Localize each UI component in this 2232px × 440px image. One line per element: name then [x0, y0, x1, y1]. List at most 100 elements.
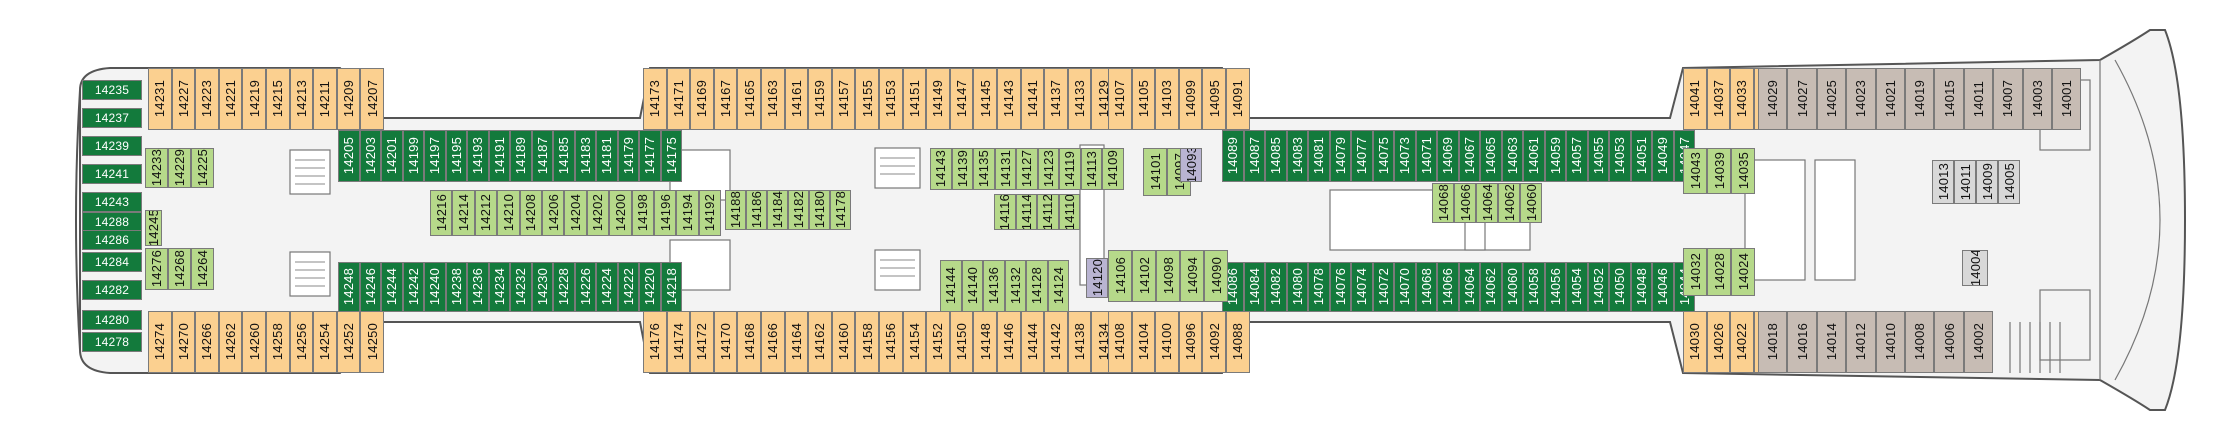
cabin-14254[interactable]: 14254 [313, 311, 337, 373]
cabin-14216[interactable]: 14216 [430, 190, 453, 236]
cabin-14214[interactable]: 14214 [452, 190, 475, 236]
cabin-14025[interactable]: 14025 [1816, 68, 1847, 130]
cabin-14123[interactable]: 14123 [1037, 148, 1059, 190]
cabin-14202[interactable]: 14202 [586, 190, 610, 236]
cabin-14030[interactable]: 14030 [1683, 311, 1707, 373]
cabin-14064[interactable]: 14064 [1476, 183, 1498, 223]
cabin-14105[interactable]: 14105 [1131, 68, 1156, 130]
cabin-14280[interactable]: 14280 [82, 310, 142, 330]
cabin-14008[interactable]: 14008 [1905, 311, 1935, 373]
cabin-14194[interactable]: 14194 [676, 190, 699, 236]
cabin-14148[interactable]: 14148 [973, 311, 997, 373]
cabin-14200[interactable]: 14200 [609, 190, 632, 236]
cabin-14169[interactable]: 14169 [690, 68, 714, 130]
cabin-14215[interactable]: 14215 [266, 68, 290, 130]
cabin-14053[interactable]: 14053 [1609, 130, 1631, 182]
cabin-14218[interactable]: 14218 [660, 262, 682, 312]
cabin-14225[interactable]: 14225 [191, 148, 214, 188]
cabin-14160[interactable]: 14160 [831, 311, 856, 373]
cabin-14056[interactable]: 14056 [1544, 262, 1566, 312]
cabin-14082[interactable]: 14082 [1265, 262, 1287, 312]
cabin-14198[interactable]: 14198 [631, 190, 654, 236]
cabin-14035[interactable]: 14035 [1731, 148, 1755, 194]
cabin-14027[interactable]: 14027 [1787, 68, 1817, 130]
cabin-14016[interactable]: 14016 [1787, 311, 1817, 373]
cabin-14067[interactable]: 14067 [1458, 130, 1480, 182]
cabin-14080[interactable]: 14080 [1286, 262, 1308, 312]
cabin-14114[interactable]: 14114 [1015, 194, 1037, 230]
cabin-14213[interactable]: 14213 [289, 68, 314, 130]
cabin-14174[interactable]: 14174 [666, 311, 691, 373]
cabin-14191[interactable]: 14191 [488, 130, 510, 182]
cabin-14112[interactable]: 14112 [1037, 194, 1059, 230]
cabin-14252[interactable]: 14252 [336, 311, 361, 373]
cabin-14234[interactable]: 14234 [488, 262, 510, 312]
cabin-14093[interactable]: 14093 [1180, 148, 1202, 182]
cabin-14006[interactable]: 14006 [1934, 311, 1964, 373]
cabin-14240[interactable]: 14240 [424, 262, 446, 312]
cabin-14092[interactable]: 14092 [1202, 311, 1226, 373]
cabin-14286[interactable]: 14286 [82, 230, 142, 250]
cabin-14022[interactable]: 14022 [1730, 311, 1754, 373]
cabin-14068[interactable]: 14068 [1415, 262, 1437, 312]
cabin-14010[interactable]: 14010 [1875, 311, 1905, 373]
cabin-14062[interactable]: 14062 [1498, 183, 1520, 223]
cabin-14193[interactable]: 14193 [467, 130, 489, 182]
cabin-14098[interactable]: 14098 [1156, 250, 1180, 302]
cabin-14078[interactable]: 14078 [1308, 262, 1330, 312]
cabin-14178[interactable]: 14178 [830, 190, 851, 230]
cabin-14037[interactable]: 14037 [1706, 68, 1731, 130]
cabin-14152[interactable]: 14152 [926, 311, 950, 373]
cabin-14209[interactable]: 14209 [336, 68, 361, 130]
cabin-14101[interactable]: 14101 [1143, 148, 1167, 196]
cabin-14211[interactable]: 14211 [313, 68, 337, 130]
cabin-14164[interactable]: 14164 [784, 311, 809, 373]
cabin-14210[interactable]: 14210 [497, 190, 520, 236]
cabin-14231[interactable]: 14231 [148, 68, 172, 130]
cabin-14188[interactable]: 14188 [725, 190, 746, 230]
cabin-14023[interactable]: 14023 [1846, 68, 1876, 130]
cabin-14243[interactable]: 14243 [82, 192, 142, 212]
cabin-14011[interactable]: 14011 [1963, 68, 1994, 130]
cabin-14055[interactable]: 14055 [1587, 130, 1609, 182]
cabin-14128[interactable]: 14128 [1026, 260, 1048, 312]
cabin-14124[interactable]: 14124 [1047, 260, 1069, 312]
cabin-14155[interactable]: 14155 [855, 68, 879, 130]
cabin-14166[interactable]: 14166 [761, 311, 785, 373]
cabin-14096[interactable]: 14096 [1178, 311, 1203, 373]
cabin-14116[interactable]: 14116 [994, 194, 1016, 230]
cabin-14119[interactable]: 14119 [1059, 148, 1081, 190]
cabin-14158[interactable]: 14158 [855, 311, 879, 373]
cabin-14032[interactable]: 14032 [1683, 248, 1707, 296]
cabin-14172[interactable]: 14172 [690, 311, 714, 373]
cabin-14106[interactable]: 14106 [1108, 250, 1132, 302]
cabin-14075[interactable]: 14075 [1372, 130, 1394, 182]
cabin-14223[interactable]: 14223 [195, 68, 219, 130]
cabin-14089[interactable]: 14089 [1222, 130, 1244, 182]
cabin-14014[interactable]: 14014 [1816, 311, 1847, 373]
cabin-14250[interactable]: 14250 [360, 311, 384, 373]
cabin-14094[interactable]: 14094 [1180, 250, 1204, 302]
cabin-14156[interactable]: 14156 [879, 311, 903, 373]
cabin-14052[interactable]: 14052 [1587, 262, 1609, 312]
cabin-14187[interactable]: 14187 [531, 130, 553, 182]
cabin-14003[interactable]: 14003 [2022, 68, 2052, 130]
cabin-14087[interactable]: 14087 [1243, 130, 1265, 182]
cabin-14153[interactable]: 14153 [879, 68, 903, 130]
cabin-14058[interactable]: 14058 [1523, 262, 1545, 312]
cabin-14236[interactable]: 14236 [467, 262, 489, 312]
cabin-14256[interactable]: 14256 [289, 311, 314, 373]
cabin-14242[interactable]: 14242 [402, 262, 424, 312]
cabin-14139[interactable]: 14139 [951, 148, 973, 190]
cabin-14195[interactable]: 14195 [445, 130, 467, 182]
cabin-14147[interactable]: 14147 [949, 68, 974, 130]
cabin-14246[interactable]: 14246 [359, 262, 381, 312]
cabin-14120[interactable]: 14120 [1086, 258, 1108, 298]
cabin-14110[interactable]: 14110 [1058, 194, 1080, 230]
cabin-14043[interactable]: 14043 [1683, 148, 1707, 194]
cabin-14184[interactable]: 14184 [767, 190, 788, 230]
cabin-14145[interactable]: 14145 [973, 68, 997, 130]
cabin-14050[interactable]: 14050 [1609, 262, 1631, 312]
cabin-14171[interactable]: 14171 [666, 68, 691, 130]
cabin-14235[interactable]: 14235 [82, 80, 142, 100]
